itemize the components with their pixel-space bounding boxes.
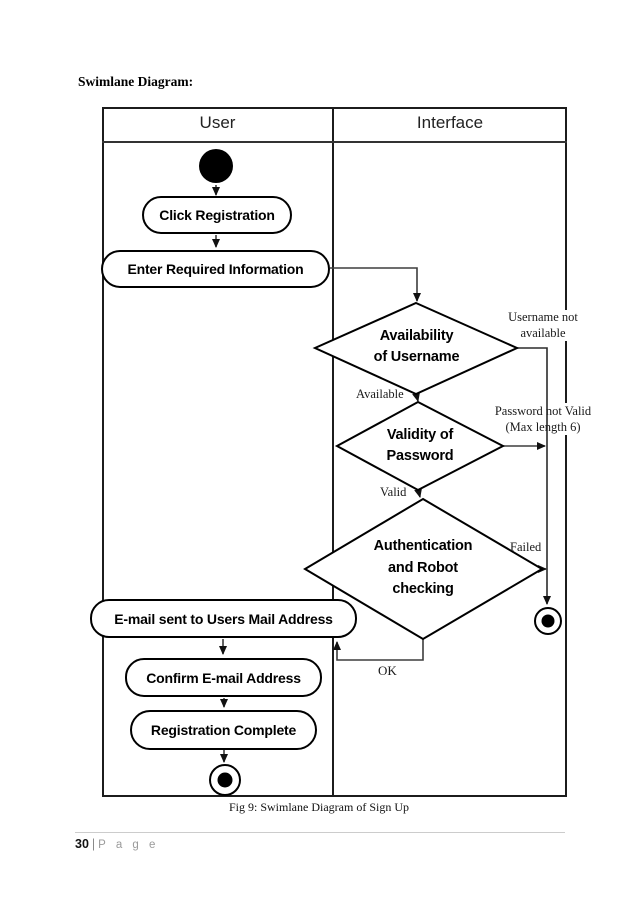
decision-label-line: Password xyxy=(386,448,454,464)
decision-label-authentication: Authentication and Robot checking xyxy=(305,536,541,601)
activity-confirm-email-address: Confirm E-mail Address xyxy=(125,658,322,697)
edge-label-failed: Failed xyxy=(510,540,542,554)
edge-label-password-not-valid: Password not Valid (Max length 6) xyxy=(486,403,600,435)
table-border-top xyxy=(102,107,567,109)
header-underline xyxy=(102,141,567,143)
decision-availability-of-username xyxy=(312,301,520,396)
decision-validity-of-password xyxy=(334,400,506,492)
decision-label-line: Authentication xyxy=(373,538,473,554)
table-border-right xyxy=(565,107,567,797)
connector-username-not-available-to-end xyxy=(517,347,551,605)
decision-authentication-robot-checking xyxy=(303,497,544,641)
edge-label-ok: OK xyxy=(378,663,397,678)
edge-label-line: Username not xyxy=(508,310,578,324)
edge-label-line: (Max length 6) xyxy=(505,420,581,434)
decision-label-line: Validity of xyxy=(386,427,454,443)
activity-registration-complete: Registration Complete xyxy=(130,710,317,750)
figure-caption: Fig 9: Swimlane Diagram of Sign Up xyxy=(229,800,409,814)
footer-page-number: 30 xyxy=(75,837,89,851)
decision-label-availability: Availability of Username xyxy=(316,326,517,368)
lane-divider xyxy=(332,107,334,797)
edge-label-line: available xyxy=(520,325,566,340)
initial-node-icon xyxy=(199,149,233,183)
activity-final-node-inner-icon xyxy=(217,772,233,788)
decision-label-line: Availability xyxy=(379,328,454,344)
page-footer: 30|P a g e xyxy=(75,837,159,851)
footer-page-label: P a g e xyxy=(98,839,159,851)
edge-label-available: Available xyxy=(356,387,404,401)
activity-email-sent-to-users-mail-address: E-mail sent to Users Mail Address xyxy=(90,599,357,638)
connector-ok-to-email-sent xyxy=(333,639,424,661)
decision-label-line: checking xyxy=(392,581,454,597)
edge-label-username-not-available: Username not available xyxy=(491,310,595,341)
connector-enter-info-to-availability xyxy=(330,267,421,302)
activity-click-registration: Click Registration xyxy=(142,196,292,234)
table-border-bottom xyxy=(102,795,567,797)
table-border-left xyxy=(102,107,104,797)
lane-header-user: User xyxy=(199,113,236,132)
edge-label-valid: Valid xyxy=(380,485,407,499)
final-node-inner-icon xyxy=(541,614,555,628)
decision-label-validity: Validity of Password xyxy=(337,425,503,467)
footer-divider-line xyxy=(75,832,565,833)
decision-label-line: of Username xyxy=(373,349,460,365)
footer-separator: | xyxy=(91,837,96,851)
activity-enter-required-information: Enter Required Information xyxy=(101,250,330,288)
page-heading: Swimlane Diagram: xyxy=(78,74,194,89)
decision-label-line: and Robot xyxy=(388,559,458,576)
lane-header-interface: Interface xyxy=(416,113,484,132)
edge-label-line: Password not Valid xyxy=(494,404,592,418)
